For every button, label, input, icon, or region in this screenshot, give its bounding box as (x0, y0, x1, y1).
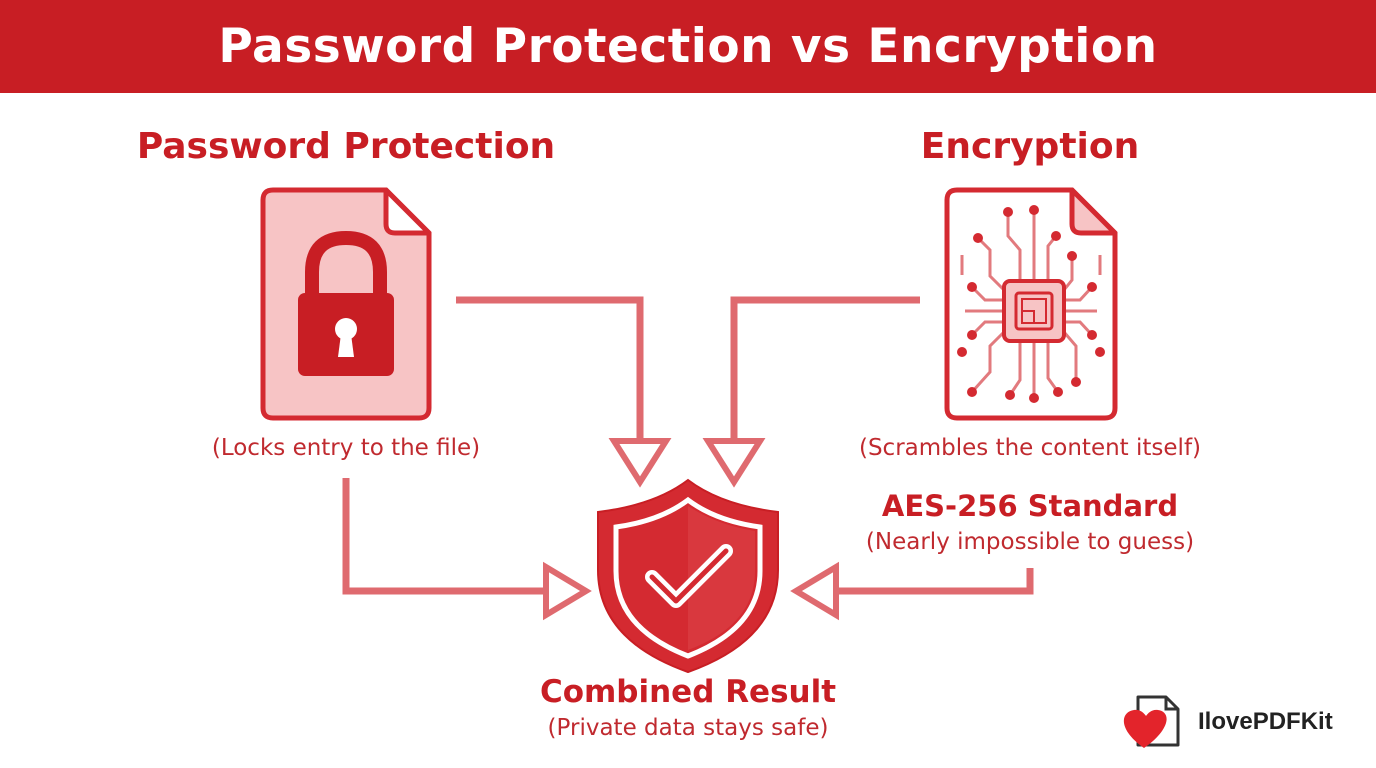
aes-standard-title: AES-256 Standard (881, 489, 1179, 523)
shield-check-icon (597, 478, 779, 674)
connector-caption-to-shield (342, 478, 548, 595)
arrow-head-down-left (608, 438, 672, 488)
chip-icon (1002, 279, 1066, 343)
brand-name: IlovePDFKit (1198, 708, 1333, 735)
padlock-icon (298, 230, 394, 376)
password-protection-heading: Password Protection (136, 126, 556, 167)
page-title: Password Protection vs Encryption (218, 19, 1158, 74)
encryption-caption: (Scrambles the content itself) (858, 435, 1202, 461)
circuit-nodes (957, 205, 1105, 403)
combined-result-caption: (Private data stays safe) (547, 715, 829, 741)
connector-lines (342, 296, 1034, 595)
encryption-heading: Encryption (920, 126, 1140, 167)
arrow-head-left (790, 561, 839, 621)
aes-standard-caption: (Nearly impossible to guess) (865, 529, 1195, 555)
heart-document-icon (1123, 709, 1167, 748)
password-protection-caption: (Locks entry to the file) (211, 435, 481, 461)
connector-password-to-shield (456, 296, 644, 442)
locked-document-icon (260, 187, 432, 421)
combined-result-title: Combined Result (539, 674, 837, 710)
arrow-heads (543, 438, 839, 621)
title-banner: Password Protection vs Encryption (0, 0, 1376, 93)
connector-aes-to-shield (834, 568, 1034, 595)
connector-encryption-to-shield (730, 296, 920, 442)
circuit-traces (960, 210, 1102, 398)
encrypted-document-icon (944, 187, 1118, 421)
brand-logo (1123, 695, 1180, 748)
arrow-head-right (543, 561, 592, 621)
arrow-head-down-right (702, 438, 766, 488)
